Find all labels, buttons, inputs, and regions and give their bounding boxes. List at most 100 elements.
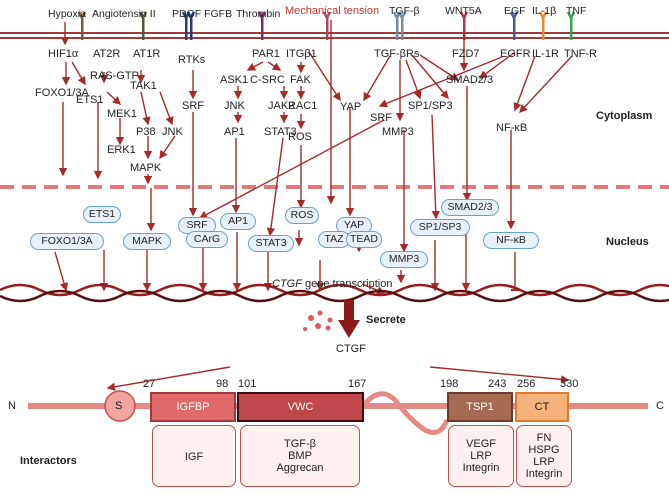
receptor-tnfr: TNF-R — [564, 48, 597, 60]
interactor-tgfb: TGF-β — [284, 438, 316, 450]
mol-fak: FAK — [290, 74, 311, 86]
position-101: 101 — [238, 378, 257, 390]
receptor-icons — [77, 11, 576, 40]
ligand-hypoxia: Hypoxia — [48, 8, 86, 20]
mol-hif1a: HIF1α — [48, 48, 79, 60]
ligand-tgfb: TGF-β — [389, 5, 420, 17]
mol-ap1: AP1 — [224, 126, 245, 138]
interactor-aggrecan: Aggrecan — [276, 462, 324, 474]
mol-foxo: FOXO1/3A — [35, 87, 89, 99]
nuc-taz: TAZ — [318, 231, 350, 248]
receptor-il1r: IL-1R — [532, 48, 559, 60]
domain-igfbp: IGFBP — [150, 392, 236, 422]
transcription-text: gene transcription — [301, 278, 393, 290]
label-c-terminus: C — [656, 400, 664, 412]
interactor-vwc-box: TGF-β BMP Aggrecan — [240, 425, 360, 487]
mol-ros: ROS — [288, 131, 312, 143]
label-nucleus: Nucleus — [606, 236, 649, 248]
mol-yap: YAP — [340, 101, 362, 113]
mol-ras-gtp: RAS-GTP — [90, 70, 139, 82]
mol-sp1-sp3: SP1/SP3 — [408, 100, 453, 112]
interactor-bmp: BMP — [288, 450, 312, 462]
interactor-igf: IGF — [152, 425, 236, 487]
receptor-tgfbrs: TGF-βRs — [374, 48, 420, 60]
mol-rac1: RAC1 — [288, 100, 318, 112]
label-cytoplasm: Cytoplasm — [596, 110, 653, 122]
position-198: 198 — [440, 378, 459, 390]
position-27: 27 — [143, 378, 156, 390]
ligand-tnf: TNF — [566, 5, 587, 17]
domain-s — [104, 390, 136, 422]
ctgf-dots — [303, 310, 333, 331]
interactor-lrp-1: LRP — [470, 450, 492, 462]
mol-p38: P38 — [136, 126, 156, 138]
nuc-tead: TEAD — [346, 231, 382, 248]
receptor-egfr: EGFR — [500, 48, 531, 60]
interactor-integrin-2: Integrin — [525, 468, 563, 480]
interactor-ct-box: FN HSPG LRP Integrin — [516, 425, 572, 487]
mol-mapk: MAPK — [130, 162, 162, 174]
nuc-carg: CArG — [186, 231, 228, 248]
nuc-ets1: ETS1 — [83, 206, 121, 223]
receptor-par1: PAR1 — [252, 48, 280, 60]
label-ctgf: CTGF — [336, 343, 366, 355]
domain-ct: CT — [515, 392, 569, 422]
interactor-tsp1-box: VEGF LRP Integrin — [448, 425, 514, 487]
mol-csrc: C-SRC — [250, 74, 285, 86]
receptor-at2r: AT2R — [93, 48, 121, 60]
interactor-vegf: VEGF — [466, 438, 496, 450]
label-n-terminus: N — [8, 400, 16, 412]
nuc-mmp3: MMP3 — [380, 251, 428, 268]
position-256: 256 — [517, 378, 536, 390]
ligand-mechanical-tension: Mechanical tension — [285, 5, 380, 17]
mol-nfkb: NF-κB — [496, 122, 528, 134]
interactor-lrp-2: LRP — [533, 456, 555, 468]
ligand-pdgf-fgfb: PDGF FGFB — [172, 8, 233, 20]
position-167: 167 — [348, 378, 367, 390]
transcription-label: CTGF gene transcription — [272, 278, 392, 290]
nuc-ap1: AP1 — [220, 213, 256, 230]
ctgf-gene-name: CTGF — [272, 278, 302, 290]
mol-ets1: ETS1 — [76, 94, 104, 106]
mol-srf: SRF — [182, 100, 204, 112]
mol-jak2: JAK2 — [268, 100, 295, 112]
nuc-mapk: MAPK — [123, 233, 171, 250]
mol-ask1: ASK1 — [220, 74, 249, 86]
mol-jnk-1: JNK — [162, 126, 183, 138]
mol-mmp3: MMP3 — [382, 126, 414, 138]
mol-tak1: TAK1 — [130, 80, 157, 92]
label-secrete: Secrete — [366, 314, 406, 326]
interactor-integrin-1: Integrin — [462, 462, 500, 474]
pathway-arrows — [54, 20, 573, 391]
ligand-egf: EGF — [504, 5, 526, 17]
ligand-wnt5a: WNT5A — [445, 5, 482, 17]
label-interactors: Interactors — [20, 455, 77, 467]
interactor-igf-label: IGF — [184, 451, 204, 463]
mol-stat3: STAT3 — [264, 126, 297, 138]
ligand-thrombin: Thrombin — [236, 8, 281, 20]
mol-srf-2: SRF — [370, 112, 392, 124]
position-330: 330 — [560, 378, 579, 390]
domain-vwc: VWC — [237, 392, 364, 422]
mol-jnk-2: JNK — [224, 100, 245, 112]
nuc-sp1-sp3: SP1/SP3 — [410, 219, 470, 236]
domain-s-label: S — [115, 400, 123, 412]
interactor-hspg: HSPG — [528, 444, 560, 456]
nuc-ros: ROS — [285, 207, 319, 224]
ligand-angiotensin: Angiotensin II — [92, 8, 156, 20]
ligand-il1b: IL-1β — [532, 5, 557, 17]
position-243: 243 — [488, 378, 507, 390]
nuc-smad: SMAD2/3 — [441, 199, 499, 216]
receptor-itgb1: ITGβ1 — [286, 48, 317, 60]
position-98: 98 — [216, 378, 229, 390]
receptor-at1r: AT1R — [133, 48, 161, 60]
nuc-stat3: STAT3 — [248, 235, 294, 252]
mol-erk1: ERK1 — [107, 144, 136, 156]
nuc-foxo: FOXO1/3A — [30, 233, 104, 250]
secrete-arrow — [338, 300, 360, 338]
mol-smad: SMAD2/3 — [446, 74, 494, 86]
nuc-nfkb: NF-κB — [483, 232, 539, 249]
domain-tsp1: TSP1 — [447, 392, 513, 422]
dna-helix — [0, 283, 669, 303]
receptor-fzd7: FZD7 — [452, 48, 480, 60]
